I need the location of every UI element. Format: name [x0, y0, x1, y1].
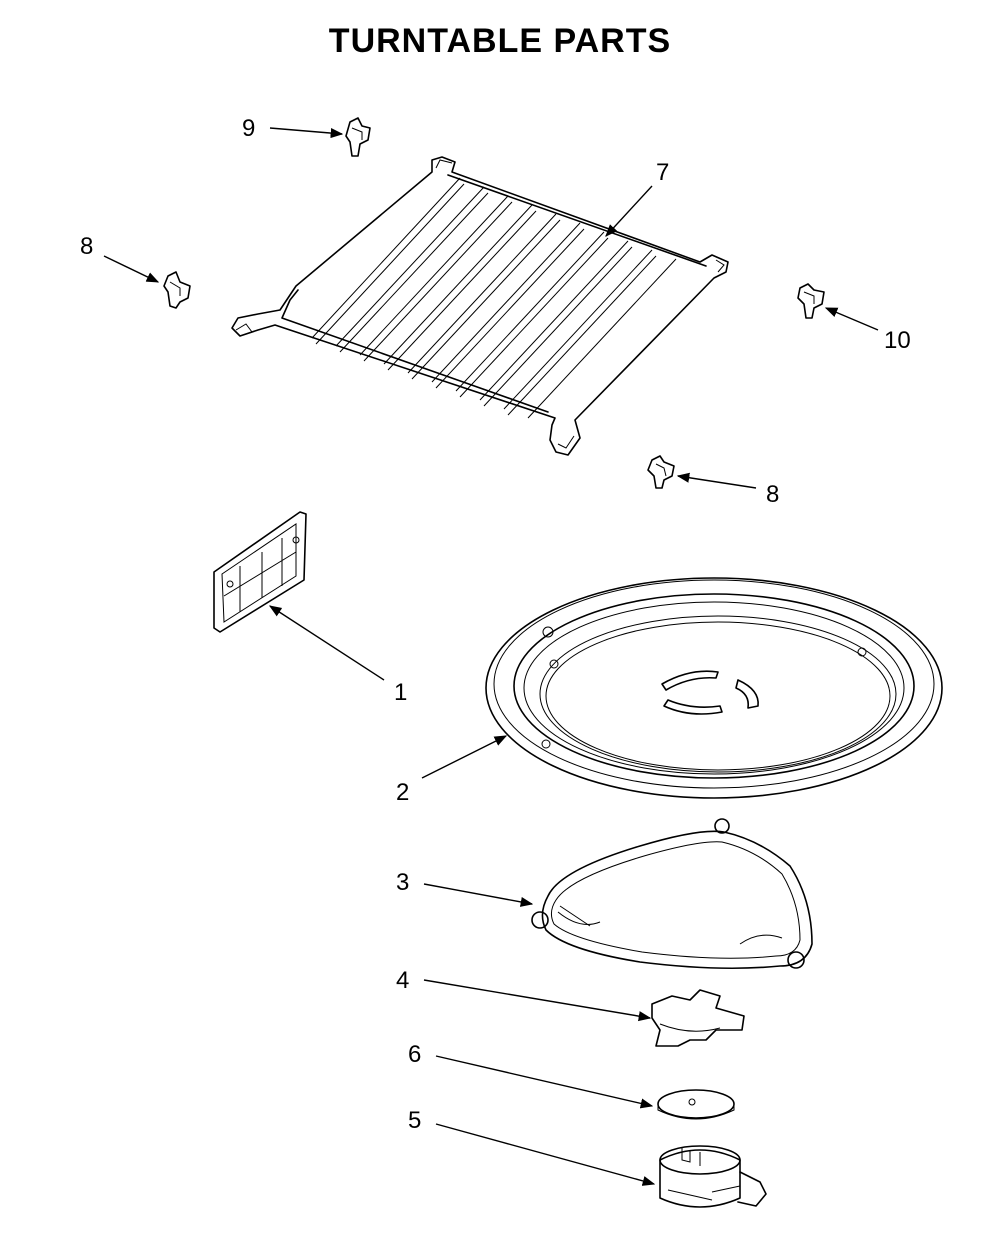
callout-5: 5 — [408, 1107, 421, 1134]
leader-4 — [423, 979, 652, 1022]
callout-3: 3 — [396, 869, 409, 896]
leader-9 — [269, 127, 344, 139]
leader-1 — [268, 605, 385, 681]
clip-part-9 — [345, 117, 371, 157]
callout-9: 9 — [242, 115, 255, 142]
clip-part-10 — [797, 283, 825, 319]
clip-part-8-right — [647, 455, 675, 489]
leader-5 — [435, 1123, 656, 1186]
callout-8-right: 8 — [766, 481, 779, 508]
leader-8a — [103, 255, 160, 283]
callout-2: 2 — [396, 779, 409, 806]
wire-rack-part-7 — [231, 156, 729, 456]
leader-6 — [435, 1055, 654, 1109]
leader-10 — [824, 307, 879, 331]
leader-7 — [605, 185, 653, 237]
callout-10: 10 — [884, 327, 911, 354]
callout-4: 4 — [396, 967, 409, 994]
callout-8-left: 8 — [80, 233, 93, 260]
leader-3 — [423, 883, 534, 907]
roller-ring-part-3 — [531, 818, 813, 970]
coupler-part-4 — [651, 989, 745, 1047]
leader-2 — [421, 735, 508, 779]
callout-6: 6 — [408, 1041, 421, 1068]
washer-part-6 — [657, 1089, 735, 1120]
clip-part-8-left — [163, 271, 191, 309]
cover-panel-part-1 — [213, 511, 307, 633]
leader-8b — [676, 472, 757, 489]
turntable-tray-part-2 — [485, 577, 943, 799]
callout-7: 7 — [656, 159, 669, 186]
callout-1: 1 — [394, 679, 407, 706]
motor-part-5 — [659, 1145, 767, 1208]
page-title: TURNTABLE PARTS — [328, 22, 672, 60]
